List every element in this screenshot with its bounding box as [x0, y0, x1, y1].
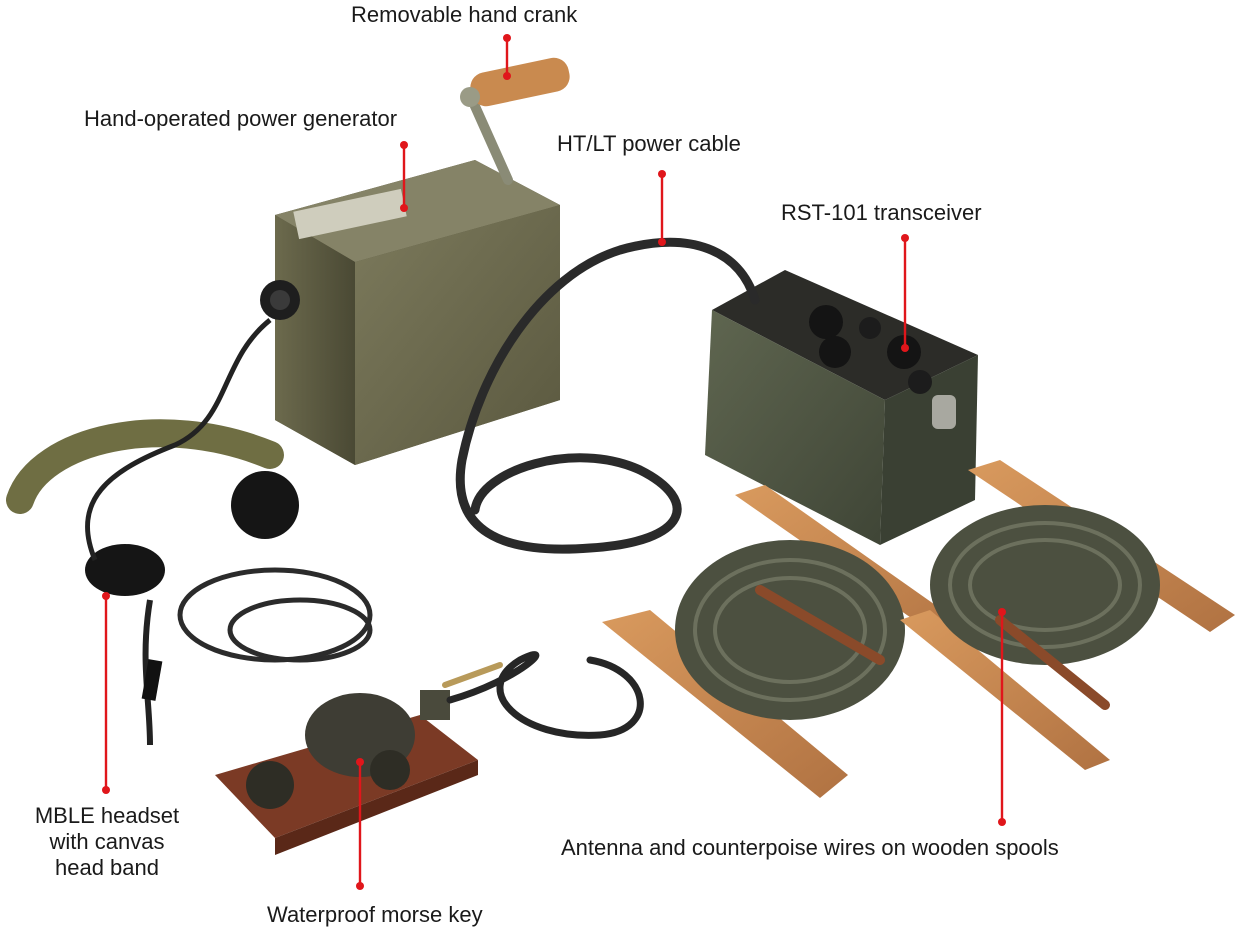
leader-dot-antenna-spools-end — [998, 818, 1006, 826]
label-headset: MBLE headset with canvas head band — [18, 803, 196, 881]
generator-box — [260, 160, 560, 465]
earpiece-right — [231, 471, 299, 539]
leader-dot-hand-crank — [503, 34, 511, 42]
leader-dot-morse-key-end — [356, 882, 364, 890]
power-cable — [455, 237, 760, 554]
transceiver-latch — [932, 395, 956, 429]
antenna-spool-right — [900, 460, 1235, 770]
generator-nameplate — [293, 188, 407, 240]
leader-dot-transceiver-end — [901, 344, 909, 352]
transceiver-box — [705, 270, 978, 545]
headset — [6, 318, 373, 746]
antenna-spool-left — [602, 485, 985, 798]
leader-lines — [102, 34, 1006, 890]
leader-dot-headset — [102, 592, 110, 600]
label-hand-crank: Removable hand crank — [351, 2, 578, 27]
leader-dot-power-generator — [400, 141, 408, 149]
label-power-generator: Hand-operated power generator — [84, 106, 398, 131]
leader-dot-hand-crank-end — [503, 72, 511, 80]
leader-dot-power-cable — [658, 170, 666, 178]
leader-dot-headset-end — [102, 786, 110, 794]
morse-key — [215, 651, 644, 855]
label-headset-line1: MBLE headset — [34, 803, 180, 828]
leader-dot-morse-key — [356, 758, 364, 766]
label-morse-key: Waterproof morse key — [267, 902, 483, 927]
label-antenna-spools: Antenna and counterpoise wires on wooden… — [561, 835, 1059, 860]
leader-dot-antenna-spools — [998, 608, 1006, 616]
leader-dot-transceiver — [901, 234, 909, 242]
crank-icon — [460, 57, 570, 185]
label-headset-line2: with canvas — [49, 829, 165, 854]
earpiece-left — [85, 544, 165, 596]
leader-dot-power-generator-end — [400, 204, 408, 212]
leader-dot-power-cable-end — [658, 238, 666, 246]
label-transceiver: RST-101 transceiver — [781, 200, 982, 225]
label-headset-line3: head band — [55, 855, 159, 880]
label-power-cable: HT/LT power cable — [557, 131, 741, 156]
